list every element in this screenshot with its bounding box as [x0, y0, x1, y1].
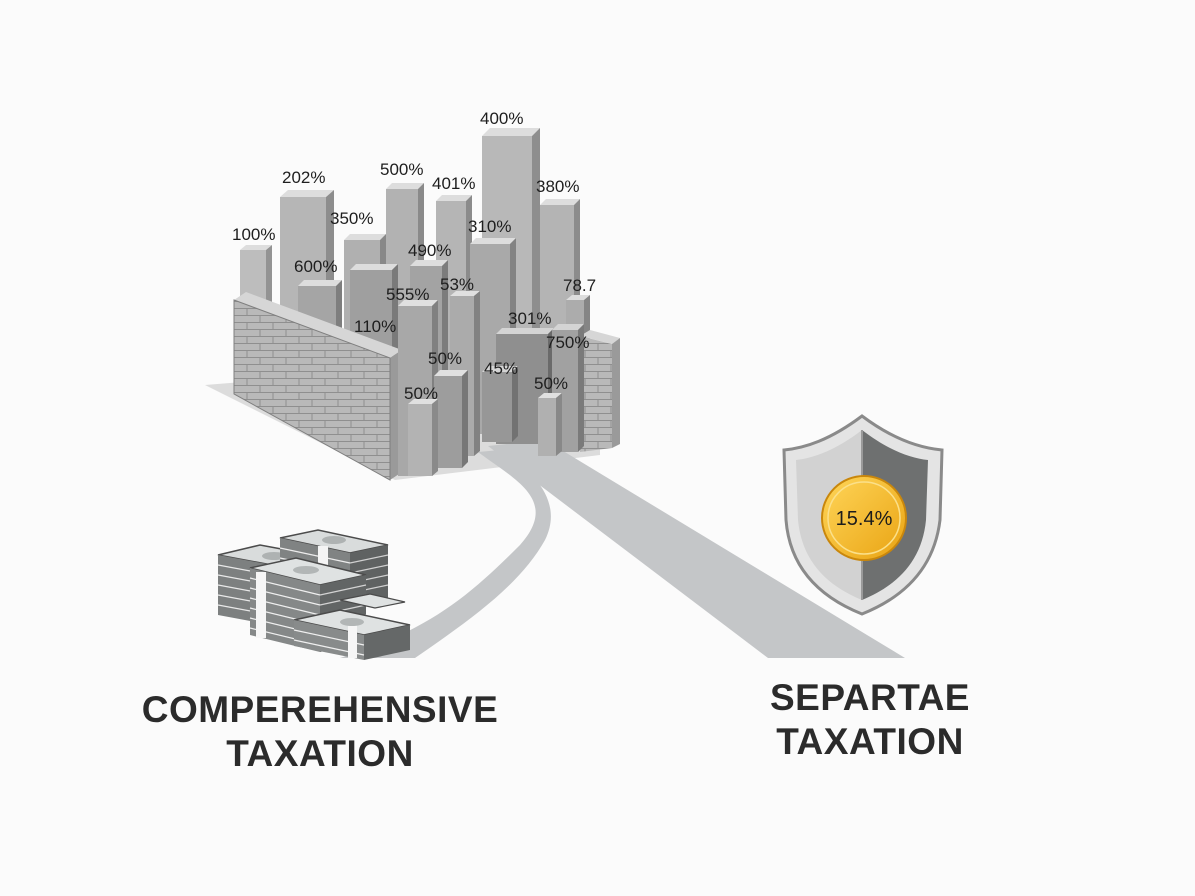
road-left — [340, 450, 551, 658]
bar-label: 310% — [468, 217, 511, 236]
bar-label: 350% — [330, 209, 373, 228]
bar-label: 490% — [408, 241, 451, 260]
bar-label: 555% — [386, 285, 429, 304]
bar-label: 50% — [404, 384, 438, 403]
caption-line: SEPARTAE — [770, 677, 970, 718]
bar-label: 78.7 — [563, 276, 596, 295]
bar-labels: 400% 202% 500% 401% 380% 100% 350% 310% … — [232, 109, 596, 403]
bar-label: 301% — [508, 309, 551, 328]
bar-label: 45% — [484, 359, 518, 378]
bar-label: 750% — [546, 333, 589, 352]
bar-label: 53% — [440, 275, 474, 294]
bar — [434, 370, 468, 468]
comprehensive-taxation-label: COMPEREHENSIVE TAXATION — [140, 688, 500, 776]
coin-rate: 15.4% — [836, 508, 893, 530]
bar — [482, 366, 518, 442]
bar-label: 50% — [534, 374, 568, 393]
bar-cluster-front — [398, 291, 584, 476]
caption-line: TAXATION — [226, 733, 414, 774]
road-right — [488, 440, 905, 658]
caption-line: COMPEREHENSIVE — [141, 689, 499, 730]
bar — [538, 393, 562, 456]
bar — [552, 324, 584, 452]
bar-label: 100% — [232, 225, 275, 244]
separate-taxation-label: SEPARTAE TAXATION — [720, 676, 1020, 764]
bar-label: 110% — [354, 317, 396, 336]
bar-label: 500% — [380, 160, 423, 179]
money-stack-icon — [217, 529, 411, 660]
bar-label: 401% — [432, 174, 475, 193]
bar-label: 202% — [282, 168, 325, 187]
bar-label: 400% — [480, 109, 523, 128]
bar-label: 50% — [428, 349, 462, 368]
brick-wall-right — [580, 330, 620, 452]
bar-label: 380% — [536, 177, 579, 196]
caption-line: TAXATION — [776, 721, 964, 762]
bar-label: 600% — [294, 257, 337, 276]
coin-icon: 15.4% — [821, 475, 907, 561]
bar — [408, 399, 438, 476]
